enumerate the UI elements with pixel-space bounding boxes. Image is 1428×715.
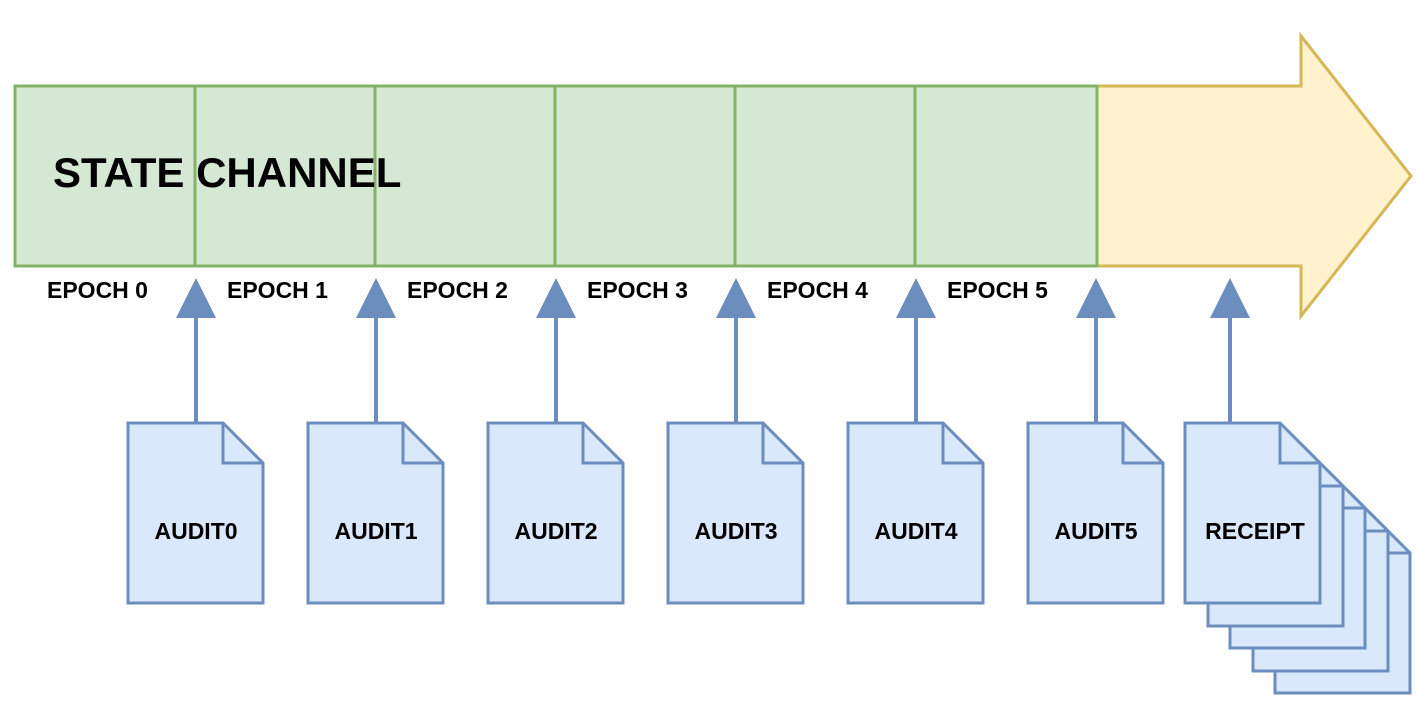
epoch-label-4: EPOCH 4 <box>767 277 868 303</box>
epoch-cell-0 <box>13 84 197 268</box>
epoch-label-3: EPOCH 3 <box>587 277 688 303</box>
audit-label-0: AUDIT0 <box>154 518 237 544</box>
audit-label-3: AUDIT3 <box>694 518 777 544</box>
audit-doc-5: AUDIT5 <box>1026 421 1165 605</box>
epoch-label-5: EPOCH 5 <box>947 277 1048 303</box>
audit-doc-1: AUDIT1 <box>306 421 445 605</box>
receipt-stack: RECEIPT <box>1183 421 1412 695</box>
audit-label-2: AUDIT2 <box>514 518 597 544</box>
epoch-cell-5 <box>913 84 1099 268</box>
audit-doc-0: AUDIT0 <box>126 421 265 605</box>
diagram-title: STATE CHANNEL <box>53 149 401 196</box>
up-arrow-0 <box>176 278 216 422</box>
epoch-cell-4 <box>733 84 917 268</box>
submit-arrows <box>176 278 1250 422</box>
receipt-label: RECEIPT <box>1205 518 1305 544</box>
up-arrow-2 <box>536 278 576 422</box>
audit-label-1: AUDIT1 <box>334 518 417 544</box>
receipt-page-1 <box>1183 421 1322 605</box>
audit-label-5: AUDIT5 <box>1054 518 1137 544</box>
epoch-label-0: EPOCH 0 <box>47 277 148 303</box>
epoch-cell-2 <box>373 84 557 268</box>
state-channel-bar <box>13 84 1099 268</box>
audit-label-4: AUDIT4 <box>874 518 957 544</box>
epoch-labels: EPOCH 0 EPOCH 1 EPOCH 2 EPOCH 3 EPOCH 4 … <box>47 277 1048 303</box>
audit-doc-2: AUDIT2 <box>486 421 625 605</box>
future-arrow <box>1095 31 1413 321</box>
up-arrow-3 <box>716 278 756 422</box>
epoch-label-1: EPOCH 1 <box>227 277 328 303</box>
epoch-cell-1 <box>193 84 377 268</box>
audit-doc-4: AUDIT4 <box>846 421 985 605</box>
up-arrow-receipt <box>1210 278 1250 422</box>
up-arrow-1 <box>356 278 396 422</box>
audit-documents: AUDIT0 AUDIT1 AUDIT2 AUDIT3 AUDIT4 AUDIT… <box>126 421 1165 605</box>
up-arrow-5 <box>1076 278 1116 422</box>
epoch-label-2: EPOCH 2 <box>407 277 508 303</box>
audit-doc-3: AUDIT3 <box>666 421 805 605</box>
epoch-cell-3 <box>553 84 737 268</box>
up-arrow-4 <box>896 278 936 422</box>
